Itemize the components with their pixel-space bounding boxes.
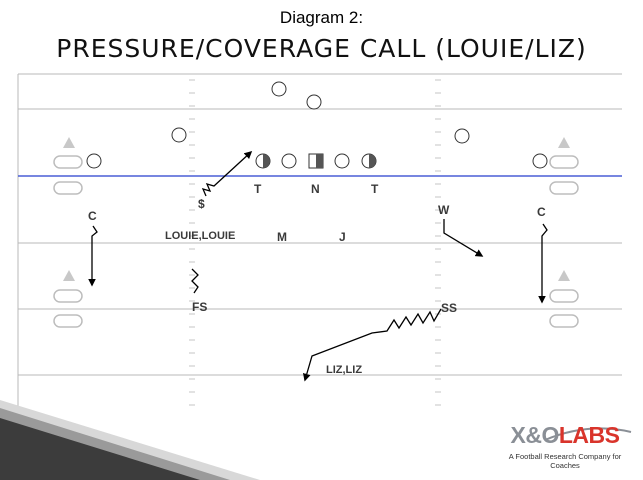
triangle-marker — [558, 270, 570, 281]
hash-marks — [189, 79, 441, 406]
oval-marker — [53, 181, 83, 195]
slide-decoration — [0, 400, 260, 480]
left-corner-route — [88, 225, 98, 287]
will-label: W — [438, 203, 450, 217]
strong-safety-route — [303, 308, 442, 382]
jack-label: J — [339, 230, 346, 244]
mike-label: M — [277, 230, 287, 244]
right-corner-label: C — [537, 205, 546, 219]
will-route — [443, 219, 484, 257]
offense-player-circle — [171, 127, 187, 143]
nose-label: N — [311, 182, 320, 196]
liz-call-label: LIZ,LIZ — [326, 364, 362, 376]
oval-marker — [53, 155, 83, 169]
defense: T N T $ C W C M J FS SS LOUIE,LOUIE LIZ,… — [88, 182, 546, 376]
strong-safety-label: SS — [441, 301, 457, 315]
oval-marker — [549, 155, 579, 169]
offense-player-circle — [454, 128, 470, 144]
oval-marker — [53, 314, 83, 328]
logo-labs: LABS — [558, 422, 620, 448]
diagram-header: Diagram 2: PRESSURE/COVERAGE CALL (LOUIE… — [0, 0, 643, 70]
offense-player-circle — [86, 153, 102, 169]
center-shade — [316, 154, 323, 168]
dollar-blitz-route — [201, 150, 253, 197]
oval-marker — [549, 314, 579, 328]
routes — [88, 150, 548, 382]
tackle-shade — [263, 154, 270, 168]
offense — [86, 81, 548, 169]
left-corner-label: C — [88, 209, 97, 223]
triangle-marker — [63, 137, 75, 148]
triangle-marker — [63, 270, 75, 281]
oval-marker — [549, 289, 579, 303]
diagram-title: PRESSURE/COVERAGE CALL (LOUIE/LIZ) — [56, 34, 587, 63]
oval-marker — [549, 181, 579, 195]
diagram-number: Diagram 2: — [279, 8, 364, 27]
offense-player-circle — [532, 153, 548, 169]
logo-tagline: A Football Research Company for Coaches — [508, 452, 622, 470]
right-corner-route — [538, 223, 548, 304]
offense-player-circle — [334, 153, 350, 169]
oval-marker — [53, 289, 83, 303]
yard-lines — [17, 73, 622, 412]
tackle-label: T — [254, 182, 262, 196]
triangle-marker — [558, 137, 570, 148]
offense-player-circle — [306, 94, 322, 110]
free-safety-label: FS — [192, 300, 207, 314]
offense-player-circle — [281, 153, 297, 169]
free-safety-squiggle — [191, 268, 199, 294]
offense-player-circle — [271, 81, 287, 97]
logo-xo: X&O — [510, 422, 560, 448]
tackle-label: T — [371, 182, 379, 196]
xo-labs-logo: X&OLABS A Football Research Company for … — [495, 422, 635, 472]
dollar-label: $ — [198, 197, 205, 211]
tackle-shade — [369, 154, 376, 168]
sideline-markers — [53, 137, 579, 328]
louie-call-label: LOUIE,LOUIE — [165, 230, 235, 242]
logo-swoosh — [544, 427, 632, 441]
